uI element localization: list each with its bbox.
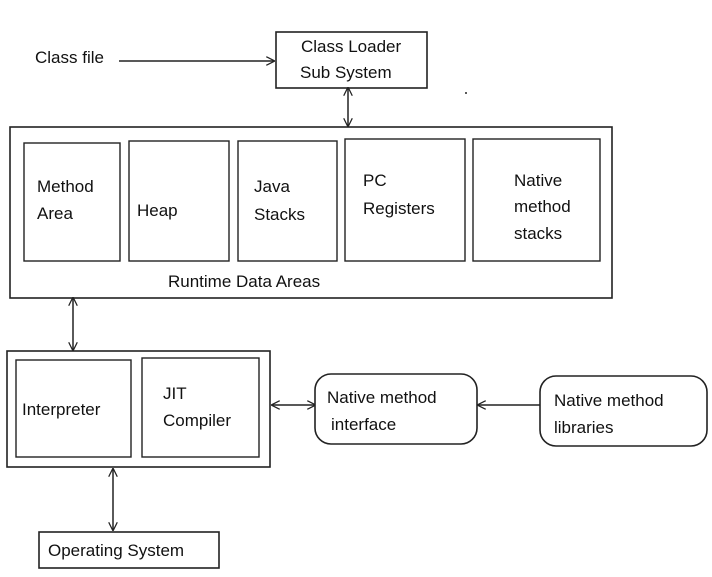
native-method-libraries-label-line2: libraries bbox=[554, 418, 614, 437]
native-method-stacks-box bbox=[472, 138, 601, 262]
operating-system-box bbox=[38, 531, 220, 569]
method-area-label-line1: Method bbox=[37, 177, 94, 196]
java-stacks-label-line2: Stacks bbox=[254, 205, 305, 224]
native-method-interface-label-line1: Native method bbox=[327, 388, 437, 407]
heap-box bbox=[128, 140, 230, 262]
class-loader-label-line1: Class Loader bbox=[301, 37, 402, 56]
native-method-stacks-label-line2: method bbox=[514, 197, 571, 216]
heap-label: Heap bbox=[137, 201, 178, 220]
native-method-stacks-label-line1: Native bbox=[514, 171, 562, 190]
runtime-data-areas-label: Runtime Data Areas bbox=[168, 272, 320, 291]
java-stacks-label-line1: Java bbox=[254, 177, 290, 196]
interpreter-label: Interpreter bbox=[22, 400, 101, 419]
class-file-label: Class file bbox=[35, 48, 104, 67]
interpreter-box bbox=[15, 359, 132, 458]
java-stacks-box bbox=[237, 140, 338, 262]
method-area-box bbox=[23, 142, 121, 262]
method-area-label-line2: Area bbox=[37, 204, 73, 223]
native-method-interface-box bbox=[314, 373, 478, 445]
jit-compiler-box bbox=[141, 357, 260, 458]
native-method-stacks-label-line3: stacks bbox=[514, 224, 562, 243]
native-method-libraries-label-line1: Native method bbox=[554, 391, 664, 410]
pc-registers-box bbox=[344, 138, 466, 262]
pc-registers-label-line1: PC bbox=[363, 171, 387, 190]
jit-compiler-label-line2: Compiler bbox=[163, 411, 231, 430]
class-loader-label-line2: Sub System bbox=[300, 63, 392, 82]
native-method-libraries-box bbox=[539, 375, 708, 447]
native-method-interface-label-line2: interface bbox=[331, 415, 396, 434]
jit-compiler-label-line1: JIT bbox=[163, 384, 187, 403]
pc-registers-label-line2: Registers bbox=[363, 199, 435, 218]
operating-system-label: Operating System bbox=[48, 541, 184, 560]
